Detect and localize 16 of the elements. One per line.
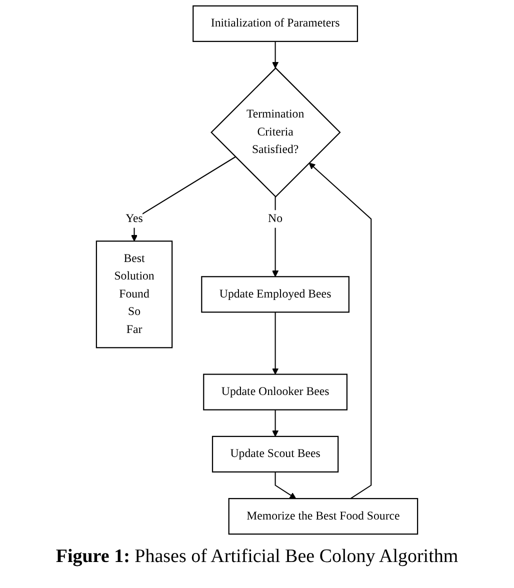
node-box: Update Onlooker Bees — [203, 374, 348, 410]
edge-label: Yes — [126, 212, 143, 225]
node-box: Best Solution Found So Far — [96, 240, 173, 348]
arrow — [272, 410, 279, 437]
node-box: Update Scout Bees — [212, 436, 339, 472]
arrow — [131, 156, 236, 242]
arrow — [272, 41, 279, 68]
node-box: Update Employed Bees — [201, 276, 350, 313]
figure-caption: Figure 1: Phases of Artificial Bee Colony Algorithm — [56, 546, 458, 568]
arrow — [274, 472, 296, 499]
node-diamond: Termination Criteria Satisfied? — [210, 67, 341, 198]
arrow — [272, 312, 279, 375]
arrow — [308, 162, 372, 499]
node-box: Memorize the Best Food Source — [228, 498, 418, 535]
node-box: Initialization of Parameters — [192, 5, 358, 42]
edge-label: No — [268, 212, 283, 225]
